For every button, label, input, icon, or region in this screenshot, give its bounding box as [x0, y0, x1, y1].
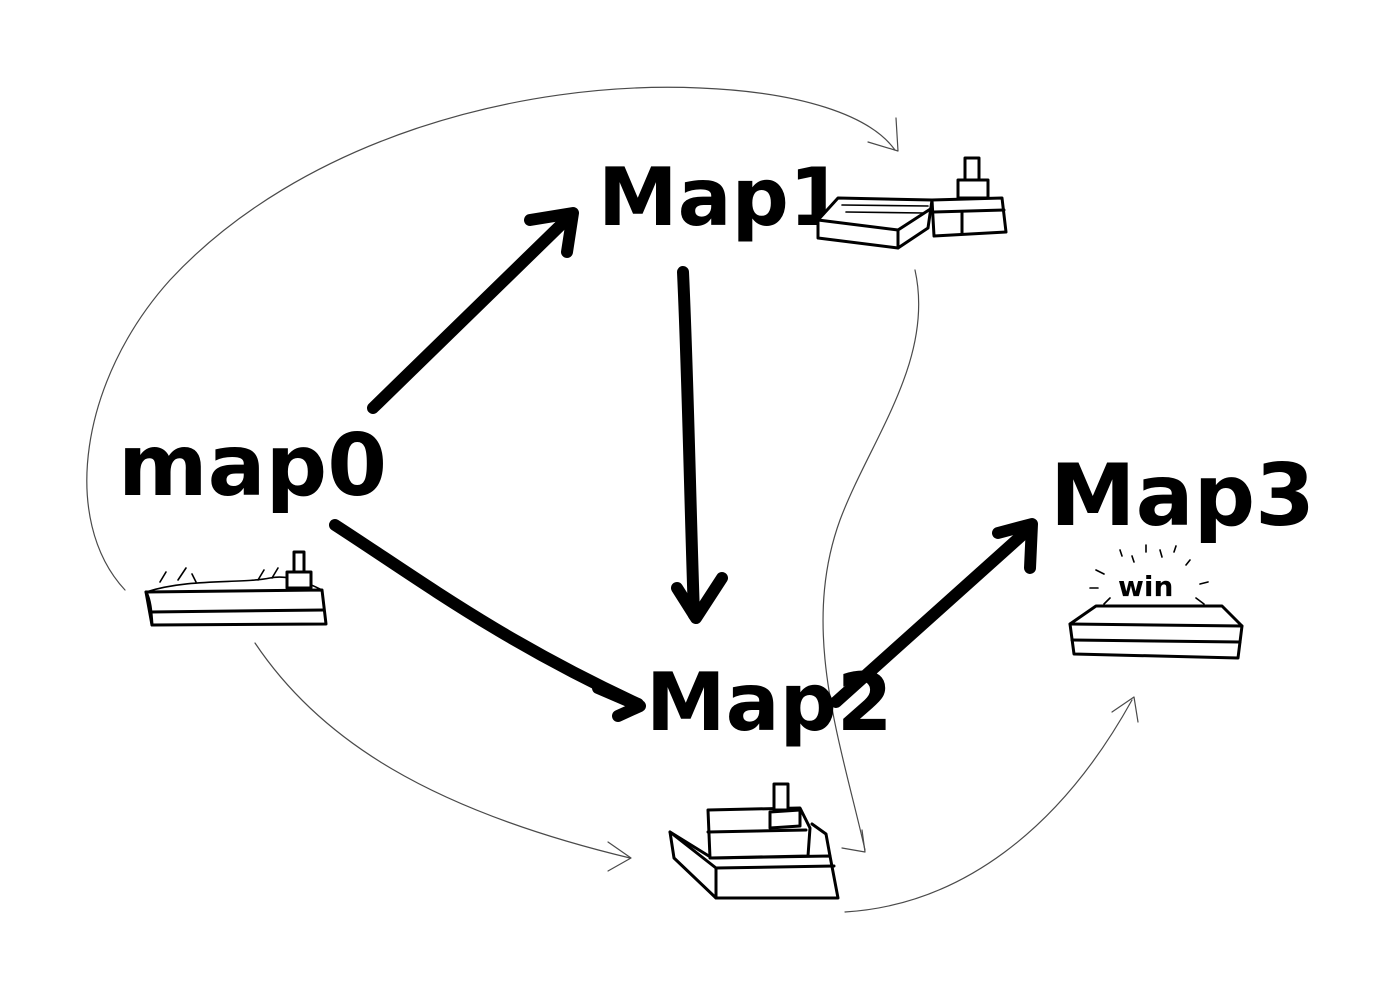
- map2-platform-sketch: [668, 782, 840, 900]
- node-label-map2: Map2: [646, 656, 893, 749]
- bold-arrow-map1-to-map2: [671, 266, 728, 624]
- bold-arrow-map2-to-map3: [830, 518, 1038, 708]
- map1-platform-sketch: [816, 156, 1008, 250]
- thin-arrow-map1-to-map2: [822, 269, 920, 853]
- thin-arrow-map2-to-map3: [844, 696, 1139, 913]
- thin-arrow-map0-to-map1: [86, 86, 899, 591]
- node-label-map1: Map1: [598, 151, 845, 244]
- node-label-map3: Map3: [1050, 446, 1315, 546]
- map3-win-text: win: [1118, 570, 1173, 603]
- sparkle-marks: [1089, 544, 1209, 605]
- thin-arrow-map0-to-map2: [254, 642, 632, 872]
- bold-arrow-map0-to-map1: [367, 207, 579, 414]
- node-label-map0: map0: [118, 416, 387, 516]
- map3-platform-sketch: win: [1068, 544, 1244, 660]
- map0-platform-sketch: [144, 550, 328, 627]
- bold-arrow-map0-to-map2: [329, 519, 646, 722]
